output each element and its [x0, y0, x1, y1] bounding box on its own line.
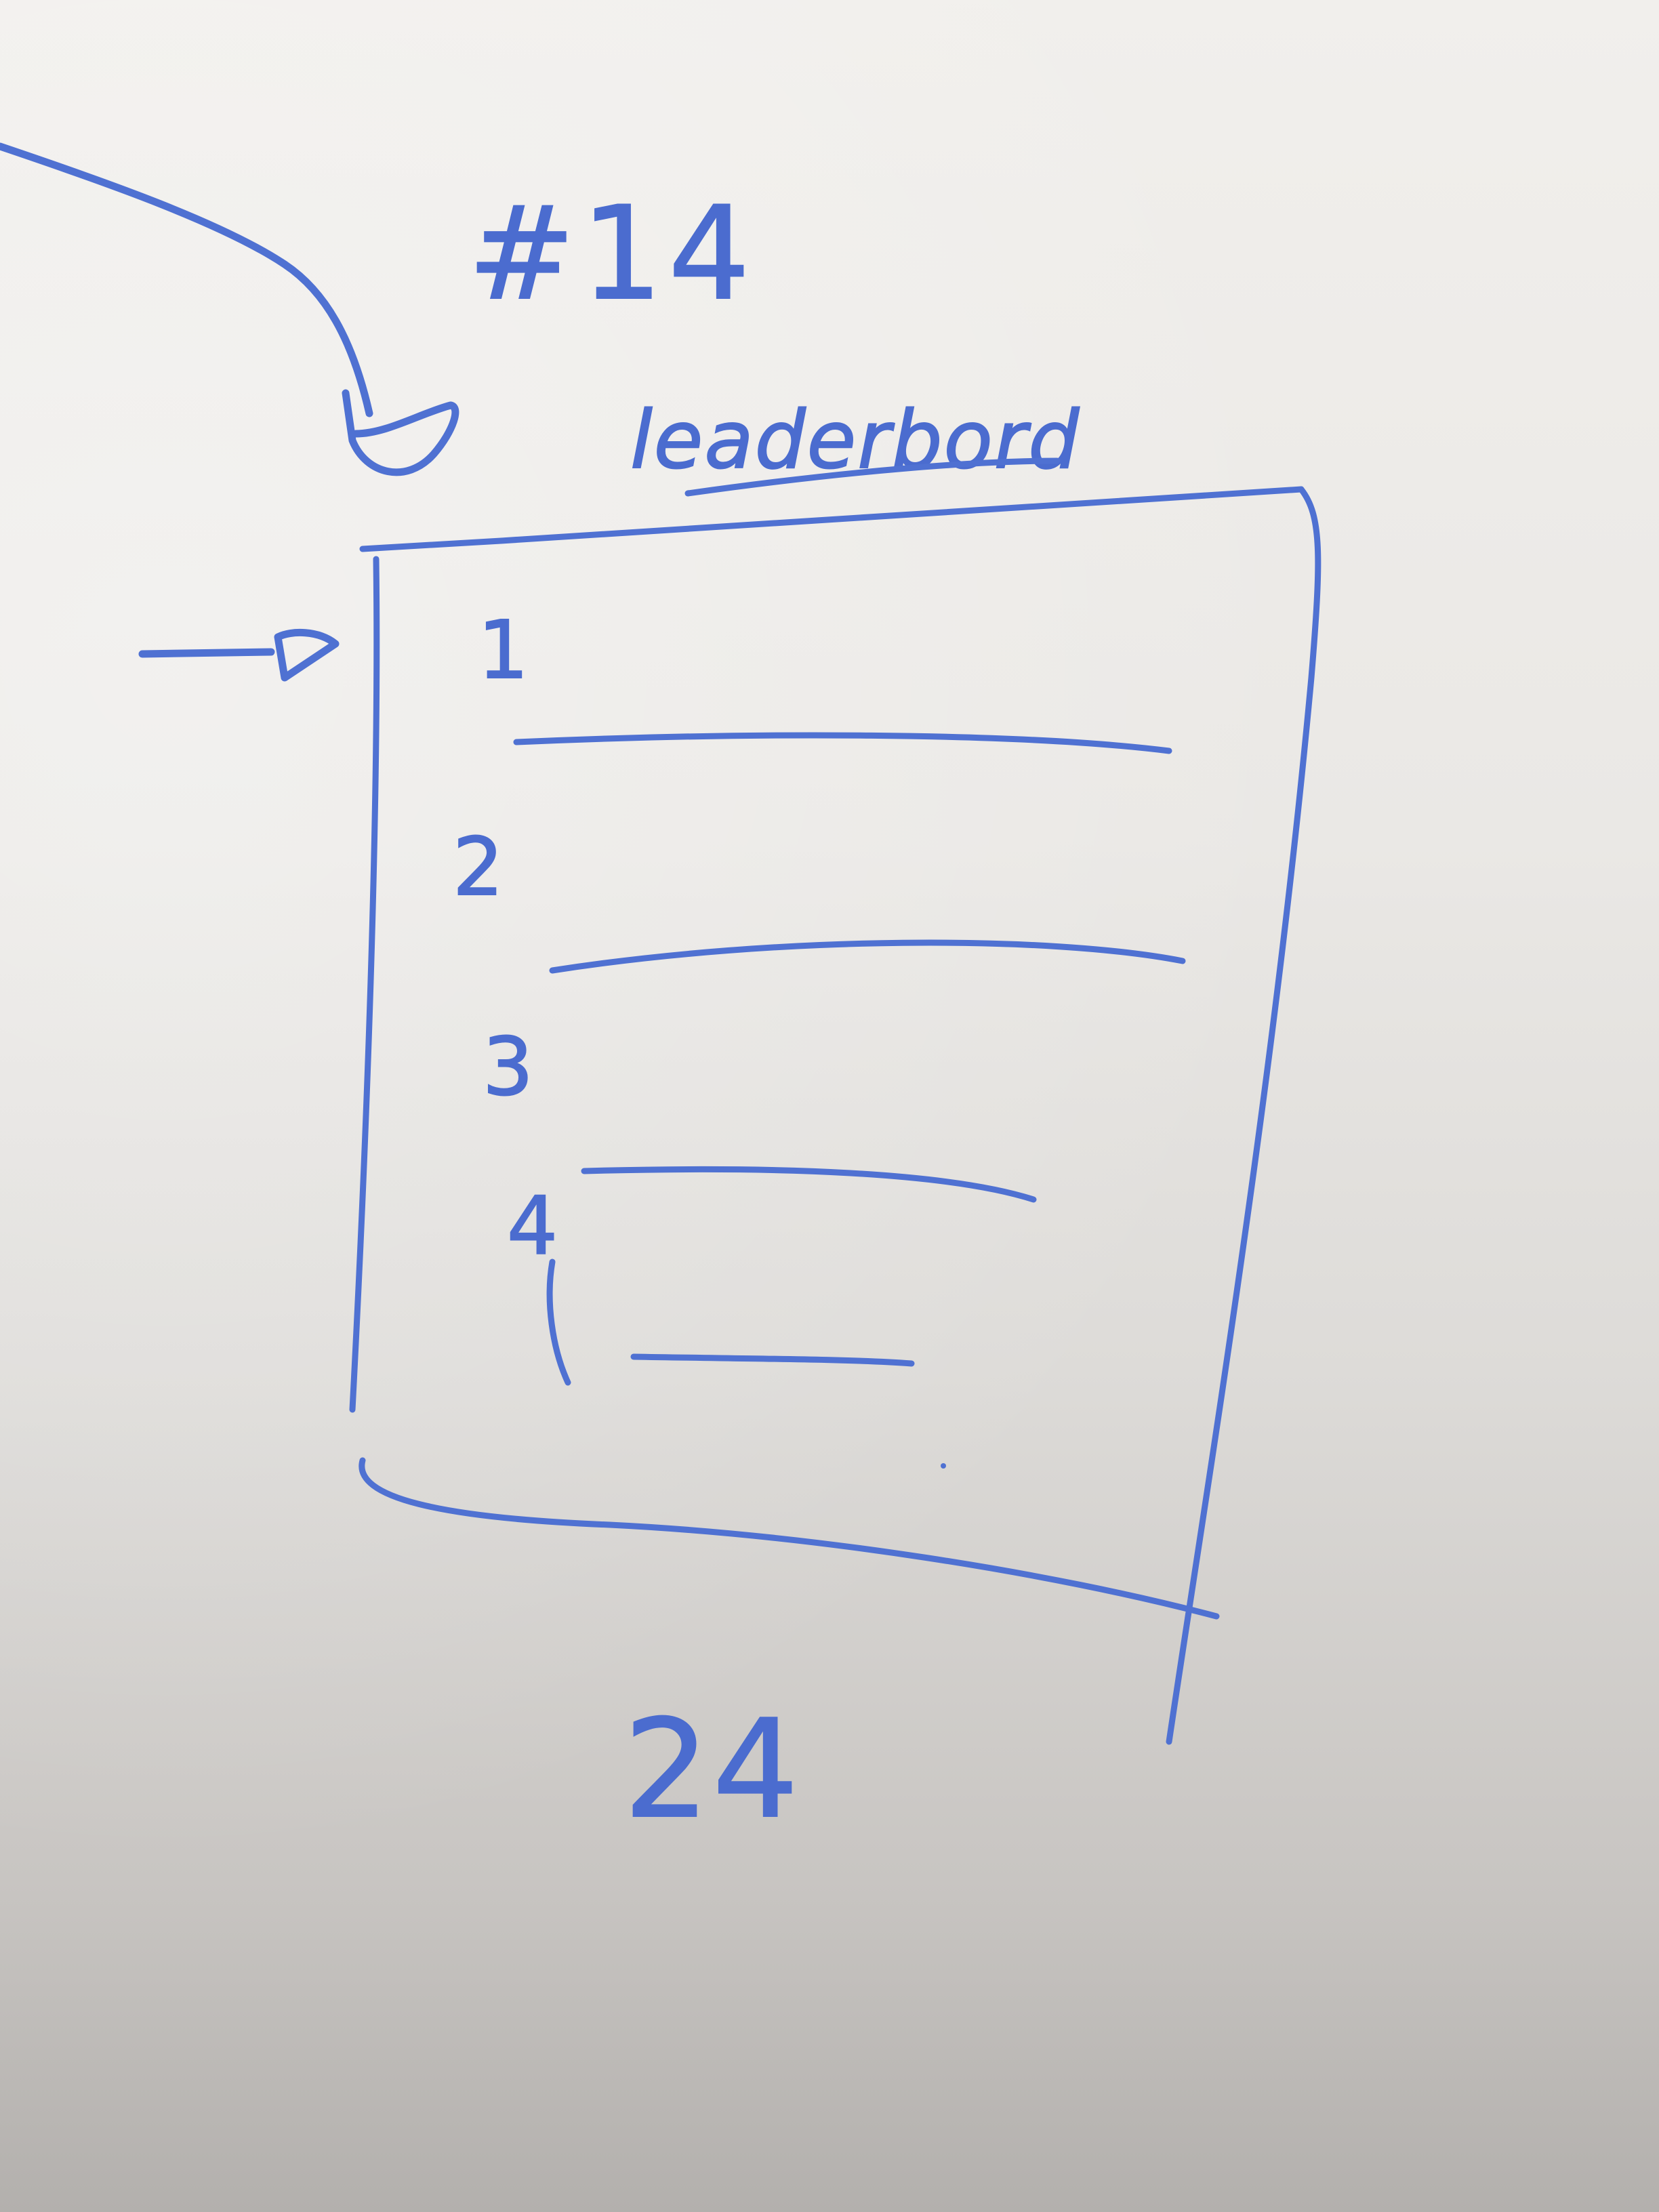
- curved-arrow-stroke: [0, 142, 373, 417]
- rank-2-line: [549, 939, 1186, 974]
- frame-top-edge: [359, 486, 1305, 552]
- frame-bottom-edge: [359, 1457, 1220, 1620]
- pointer-arrow-stroke: [138, 648, 275, 658]
- rank-3-line: [581, 1166, 1037, 1203]
- frame-left-edge: [349, 556, 380, 1413]
- rank-4-number: 4: [507, 1179, 558, 1273]
- arrow-head-icon: [342, 389, 459, 476]
- rank-4-line: [630, 1353, 915, 1367]
- title-underline: [684, 457, 1061, 497]
- rank-1-number: 1: [478, 603, 529, 697]
- frame-right-edge: [1166, 486, 1322, 1745]
- leaderboard-title: leaderbord: [630, 393, 1080, 487]
- pointer-arrow-head-icon: [274, 628, 340, 682]
- rank-2-number: 2: [453, 820, 504, 914]
- footer-number: 24: [623, 1691, 802, 1849]
- rank-3-number: 3: [483, 1020, 533, 1113]
- rank-4-stroke: [546, 1258, 571, 1386]
- rank-1-line: [513, 732, 1172, 754]
- page-number-label: #14: [468, 179, 756, 329]
- ink-dot: [941, 1463, 946, 1469]
